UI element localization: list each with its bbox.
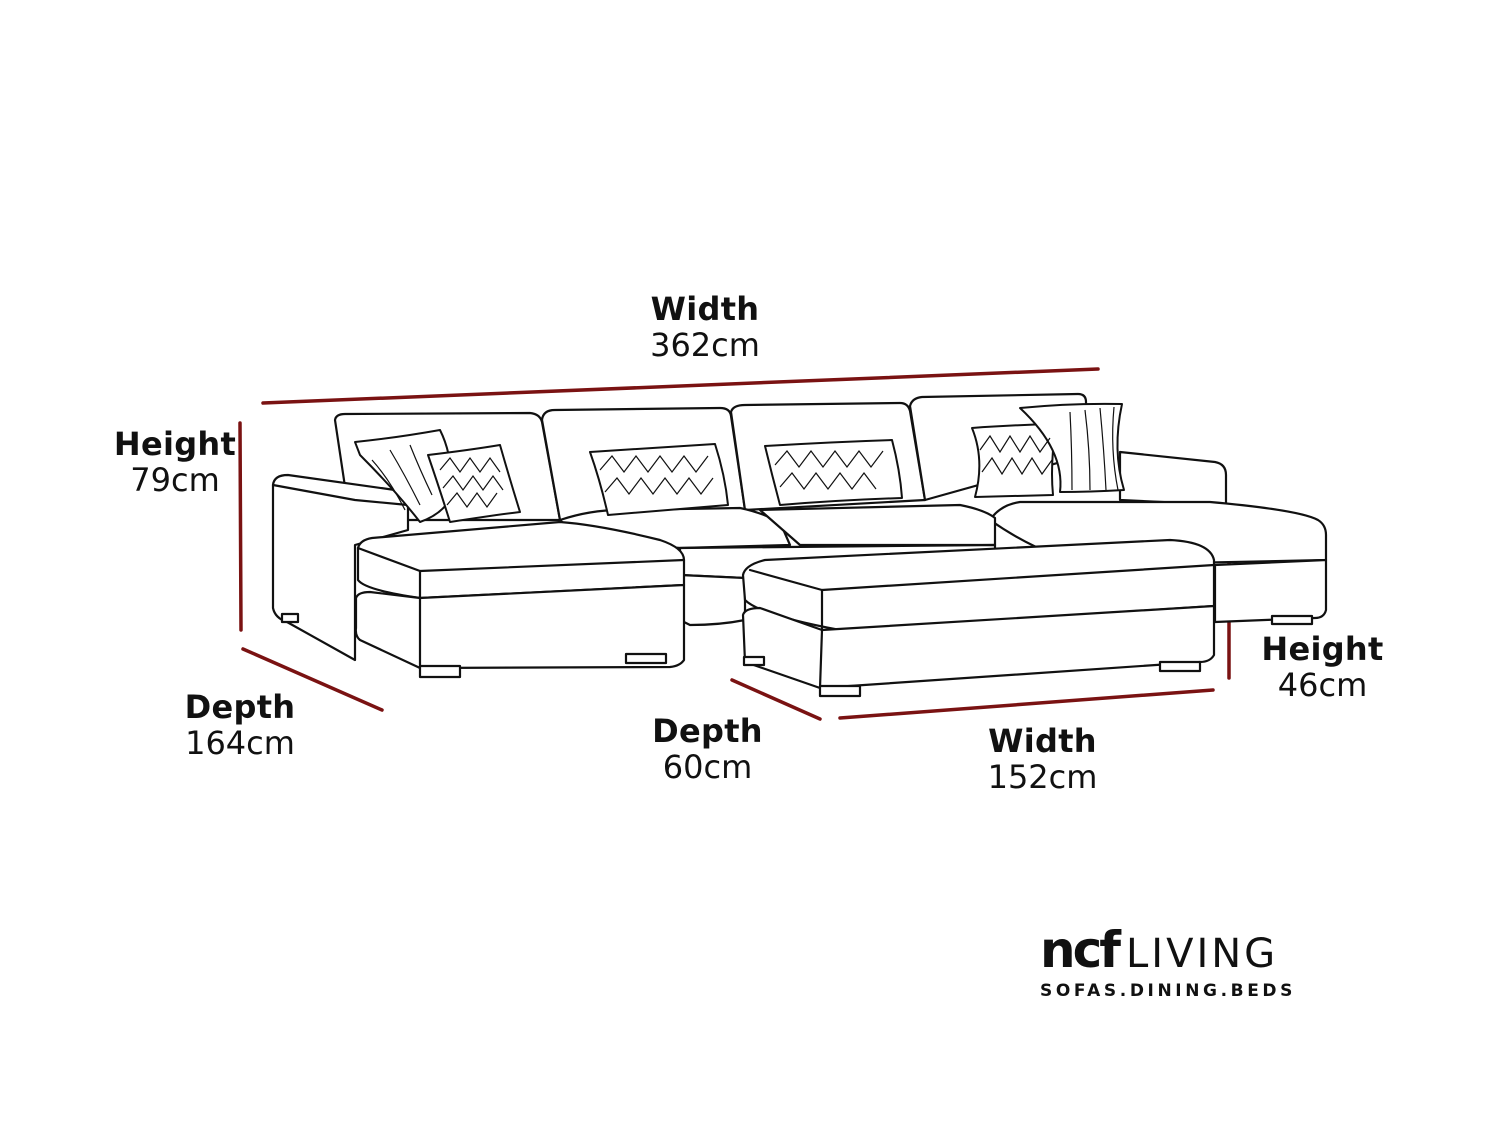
footstool-leg-left (742, 655, 766, 667)
right-chaise-base (1213, 558, 1328, 624)
right-chaise-leg (1270, 614, 1314, 626)
stool-depth-value: 60cm (662, 747, 753, 786)
sofa-height-line (238, 421, 243, 632)
left-chaise-base (354, 583, 686, 670)
left-arm-top (271, 483, 410, 507)
sofa-height-value: 79cm (130, 460, 220, 499)
cushion-chevron-left (427, 444, 521, 523)
sofa-depth-line (241, 647, 384, 712)
sofa-width-value: 362cm (650, 325, 760, 364)
footstool-leg-front (818, 684, 862, 698)
stool-width-value: 152cm (987, 757, 1098, 796)
logo-word: LIVING (1126, 931, 1279, 977)
stool-height-value: 46cm (1277, 665, 1368, 704)
ncf-living-logo: ncf LIVING SOFAS.DINING.BEDS (1040, 925, 1305, 1001)
stool-depth-line (730, 678, 822, 721)
sofa-height-label: Height 79cm (110, 425, 240, 499)
stool-depth-title: Depth (652, 712, 763, 750)
stool-width-label: Width 152cm (970, 722, 1115, 796)
sofa-width-title: Width (650, 290, 760, 328)
sofa-width-label: Width 362cm (630, 290, 780, 364)
sofa-depth-label: Depth 164cm (170, 688, 310, 762)
sofa-depth-title: Depth (184, 688, 296, 726)
footstool-leg-right (1158, 660, 1202, 673)
right-arm (1118, 450, 1228, 507)
logo-mark: ncf (1040, 921, 1121, 979)
left-arm-leg (280, 612, 300, 624)
stool-width-line (838, 688, 1215, 720)
middle-base (678, 573, 747, 627)
footstool-base-edge (818, 628, 824, 690)
left-chaise-leg-back (624, 652, 668, 665)
sofa-depth-value: 164cm (185, 723, 295, 762)
sofa-width-line (261, 367, 1100, 405)
stool-depth-label: Depth 60cm (640, 712, 775, 786)
stool-height-title: Height (1261, 630, 1384, 668)
sofa-height-title: Height (113, 425, 237, 463)
stool-width-title: Width (988, 722, 1097, 760)
cushion-chevron-mid2 (764, 439, 903, 506)
logo-tagline: SOFAS.DINING.BEDS (1040, 981, 1296, 1001)
left-chaise-seat (356, 520, 686, 600)
stool-height-label: Height 46cm (1255, 630, 1390, 704)
cushion-patterns (371, 406, 1119, 511)
cushion-chevron-mid1 (589, 443, 729, 516)
left-chaise-leg-front (418, 664, 462, 679)
logo-brand: ncf LIVING (1040, 925, 1305, 975)
middle-seat-2 (758, 503, 997, 547)
